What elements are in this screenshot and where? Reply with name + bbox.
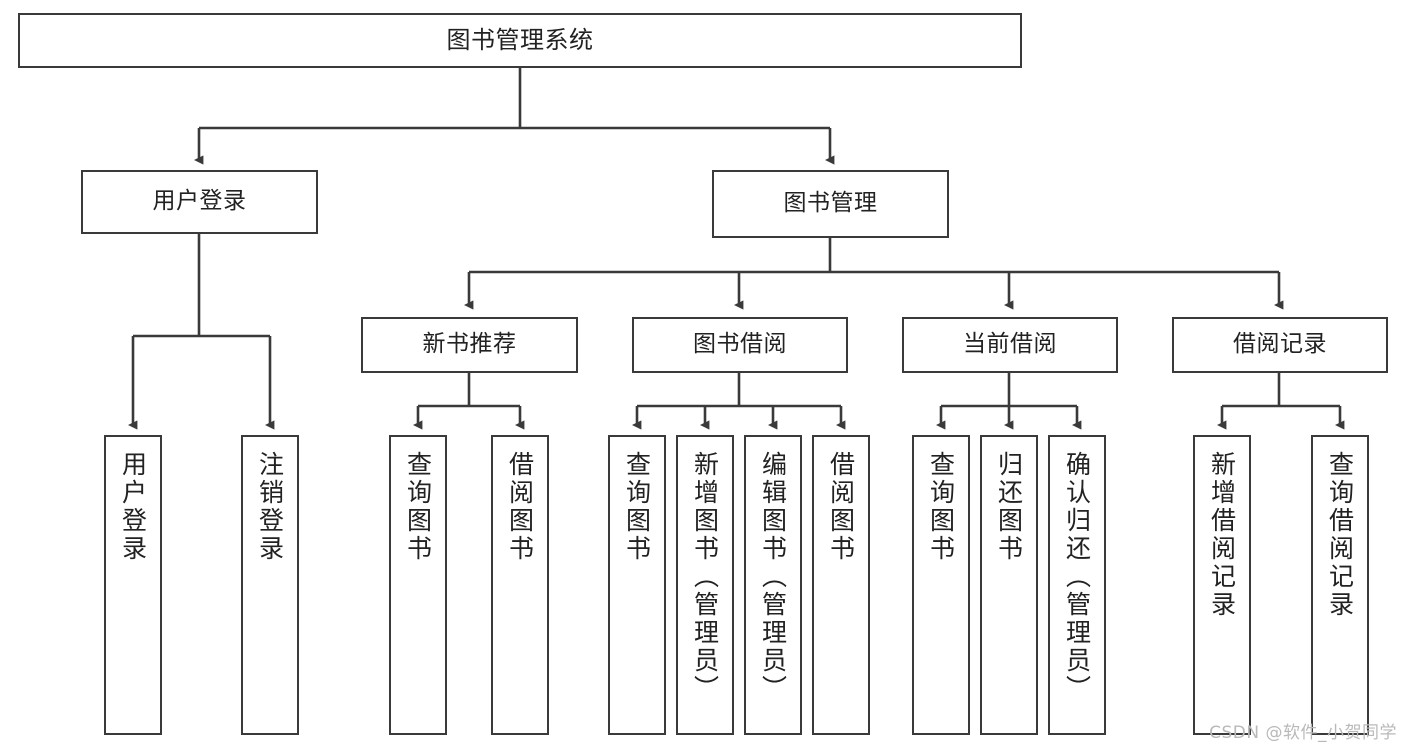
node-label: 查询图书 (926, 451, 956, 563)
node-label: 当前借阅 (963, 331, 1057, 358)
node-label: 查询图书 (622, 451, 652, 563)
leaf-borrow-book[interactable]: 借阅图书 (812, 435, 870, 735)
node-label: 借阅记录 (1233, 331, 1327, 358)
leaf-borrow-book-recommend[interactable]: 借阅图书 (491, 435, 549, 735)
leaf-user-login[interactable]: 用户登录 (104, 435, 162, 735)
node-book-management[interactable]: 图书管理 (712, 170, 949, 238)
leaf-add-book-admin[interactable]: 新增图书（管理员） (676, 435, 734, 735)
node-label: 注销登录 (255, 451, 285, 563)
csdn-watermark: CSDN @软件_小贺同学 (1209, 723, 1397, 743)
leaf-query-borrow-record[interactable]: 查询借阅记录 (1311, 435, 1369, 735)
node-label: 查询借阅记录 (1325, 451, 1355, 619)
node-label: 新增借阅记录 (1207, 451, 1237, 619)
node-label: 用户登录 (152, 188, 247, 215)
node-user-login[interactable]: 用户登录 (81, 170, 318, 234)
leaf-query-book-recommend[interactable]: 查询图书 (389, 435, 447, 735)
leaf-query-book-borrow[interactable]: 查询图书 (608, 435, 666, 735)
node-book-borrow[interactable]: 图书借阅 (632, 317, 848, 373)
node-label: 图书管理 (783, 190, 878, 217)
node-new-book-recommend[interactable]: 新书推荐 (361, 317, 578, 373)
leaf-user-logout[interactable]: 注销登录 (241, 435, 299, 735)
node-label: 查询图书 (403, 451, 433, 563)
node-label: 借阅图书 (505, 451, 535, 563)
node-label: 编辑图书（管理员） (758, 451, 788, 703)
node-label: 图书借阅 (693, 331, 787, 358)
leaf-return-book[interactable]: 归还图书 (980, 435, 1038, 735)
node-label: 图书管理系统 (446, 26, 594, 55)
node-current-borrow[interactable]: 当前借阅 (902, 317, 1118, 373)
leaf-confirm-return-admin[interactable]: 确认归还（管理员） (1048, 435, 1106, 735)
leaf-edit-book-admin[interactable]: 编辑图书（管理员） (744, 435, 802, 735)
node-label: 借阅图书 (826, 451, 856, 563)
node-root-book-management-system[interactable]: 图书管理系统 (18, 13, 1022, 68)
node-borrow-record[interactable]: 借阅记录 (1172, 317, 1388, 373)
leaf-query-book-current[interactable]: 查询图书 (912, 435, 970, 735)
node-label: 确认归还（管理员） (1062, 451, 1092, 703)
node-label: 用户登录 (118, 451, 148, 563)
node-label: 新增图书（管理员） (690, 451, 720, 703)
node-label: 归还图书 (994, 451, 1024, 563)
leaf-add-borrow-record[interactable]: 新增借阅记录 (1193, 435, 1251, 735)
node-label: 新书推荐 (422, 331, 517, 358)
